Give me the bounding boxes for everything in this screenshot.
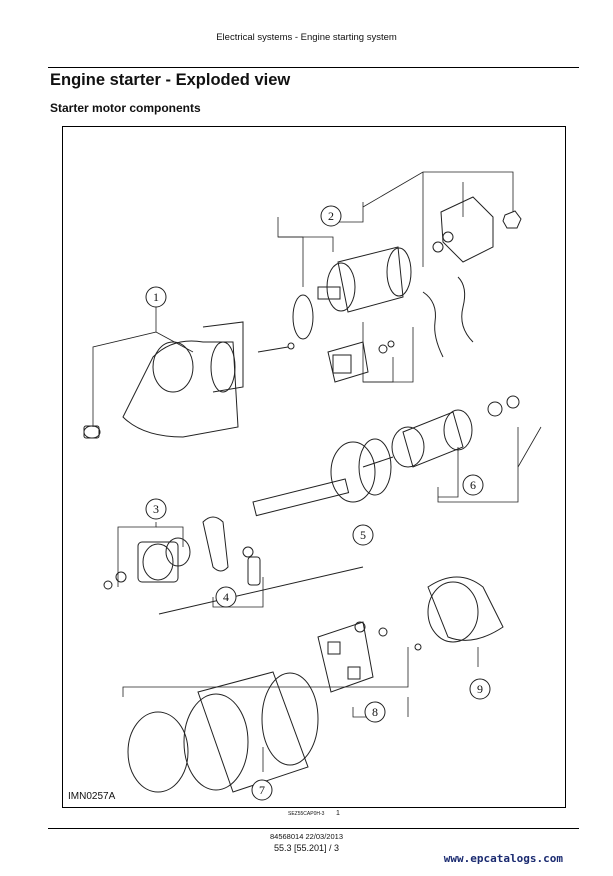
callout-1: 1	[153, 290, 159, 304]
drive-end-housing-drawing	[83, 321, 244, 439]
end-cover-drawing	[427, 576, 504, 643]
figure-reference: SEZ55CAP0H-3	[288, 811, 325, 817]
callout-9: 9	[477, 682, 483, 696]
page-title: Engine starter - Exploded view	[50, 71, 291, 89]
brush-holder-drawing	[317, 621, 422, 693]
yoke-frame-drawing	[127, 671, 319, 793]
solenoid-drawing	[257, 196, 522, 383]
callout-numbers: 1 2 3 4 5 6 7 8 9	[153, 209, 483, 797]
callout-circles	[145, 205, 491, 801]
exploded-view-figure: 1 2 3 4 5 6 7 8 9 IMN0257A	[62, 126, 566, 808]
leader-lines	[92, 171, 542, 772]
exploded-view-drawing: 1 2 3 4 5 6 7 8 9	[83, 171, 542, 801]
footer-rule	[48, 828, 579, 829]
header-rule	[48, 67, 579, 68]
pinion-drive-drawing	[103, 537, 191, 590]
armature-shaft-drawing	[158, 438, 392, 615]
figure-number: 1	[336, 810, 340, 817]
callout-8: 8	[372, 705, 378, 719]
page-subtitle: Starter motor components	[50, 101, 201, 115]
watermark-link[interactable]: www.epcatalogs.com	[443, 852, 563, 865]
running-header: Electrical systems - Engine starting sys…	[216, 32, 397, 43]
figure-code: IMN0257A	[68, 791, 116, 802]
footer-document-id: 84568014 22/03/2013	[270, 832, 343, 841]
fork-lever-drawing	[202, 516, 261, 586]
callout-3: 3	[153, 502, 159, 516]
callout-6: 6	[470, 478, 476, 492]
callout-2: 2	[328, 209, 334, 223]
armature-drawing	[362, 395, 520, 468]
callout-4: 4	[223, 590, 229, 604]
callout-7: 7	[259, 783, 265, 797]
footer-page-number: 55.3 [55.201] / 3	[273, 843, 340, 853]
callout-5: 5	[360, 528, 366, 542]
